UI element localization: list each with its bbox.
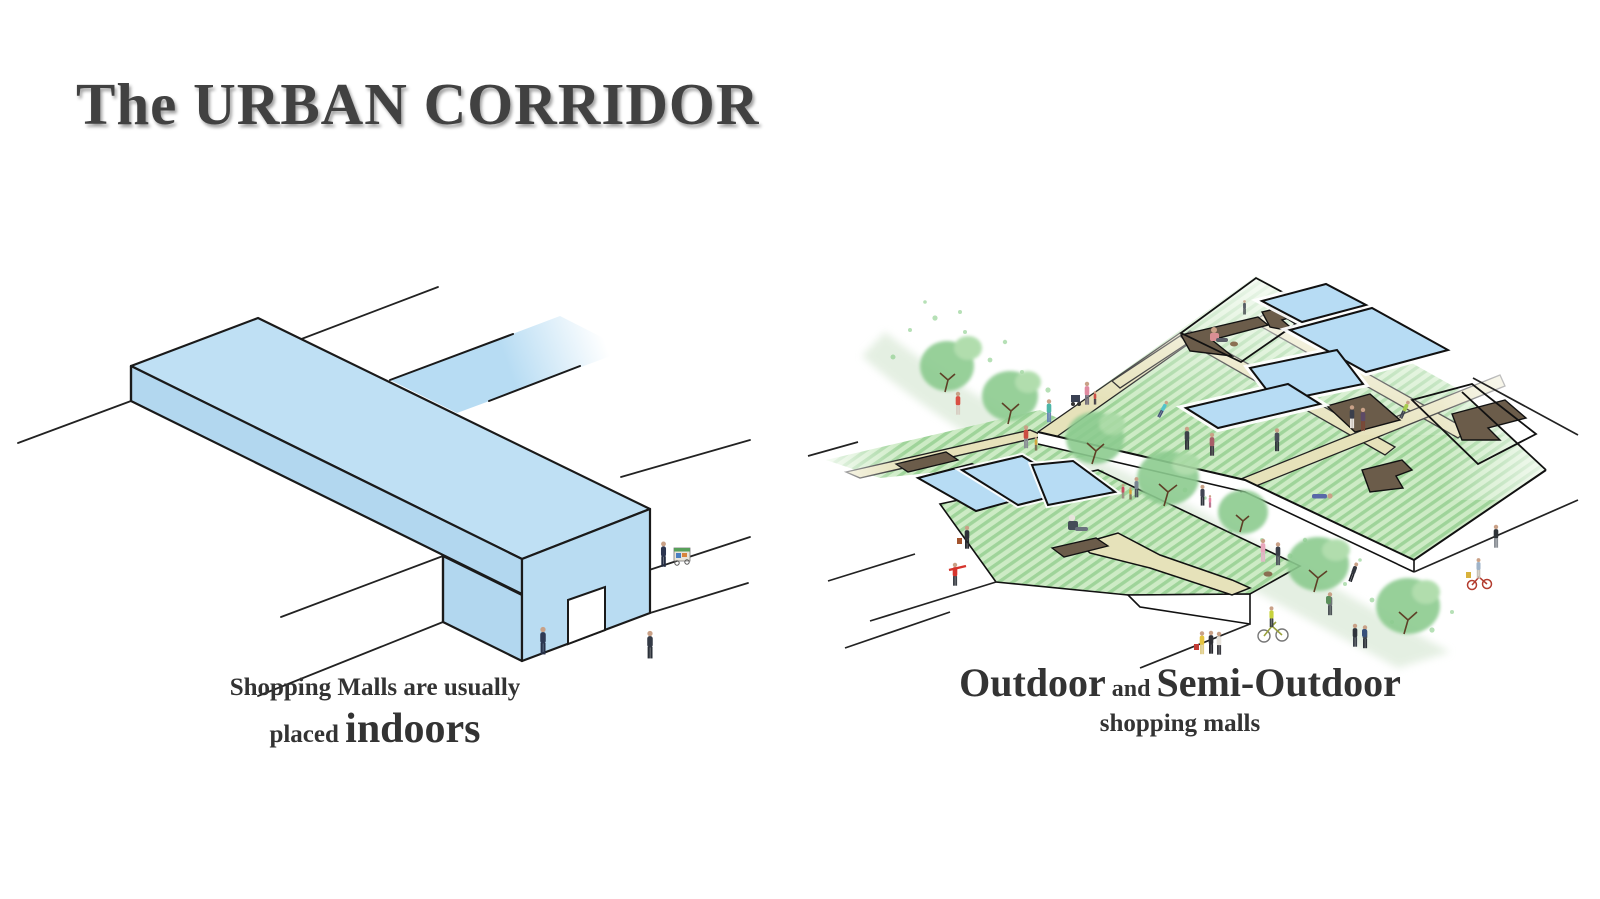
- mall-entrance-door: [567, 585, 606, 646]
- caption-indoor-prefix: placed: [269, 721, 339, 749]
- caption-outdoor-word2: Semi-Outdoor: [1156, 660, 1401, 705]
- caption-outdoor-word1: Outdoor: [959, 660, 1106, 705]
- indoor-mall-illustration: [17, 286, 751, 697]
- slide-title: The URBAN CORRIDOR: [76, 70, 760, 137]
- canopy-panels-main: [1175, 279, 1459, 433]
- caption-indoor-line1: Shopping Malls are usually: [229, 674, 521, 701]
- street-lines-left-scene: [17, 286, 751, 697]
- tree-branches: [939, 372, 1418, 635]
- cyclist: [1257, 606, 1289, 643]
- caption-outdoor-conj: and: [1111, 676, 1151, 702]
- outdoor-mall-illustration: [800, 255, 1590, 669]
- caption-indoor-emphasis: indoors: [345, 706, 481, 753]
- pedestrians-left-scene: [540, 541, 691, 659]
- ramp-path: [1078, 532, 1252, 596]
- left-garden-block: [800, 395, 1302, 625]
- caption-outdoor: Outdoor and Semi-Outdoor shopping malls: [880, 658, 1480, 739]
- main-garden-block: [1036, 255, 1590, 573]
- lying-person: [1312, 493, 1333, 499]
- skater: [948, 562, 967, 586]
- pedestrians-right-scene: [948, 300, 1499, 655]
- caption-outdoor-line1: Outdoor and Semi-Outdoor: [880, 658, 1480, 708]
- shopper-with-cart: [660, 541, 691, 567]
- canopy-panels-low: [915, 452, 1123, 513]
- mall-bar-building: [129, 316, 652, 663]
- trees: [920, 336, 1440, 635]
- caption-indoor-line2: placed indoors: [120, 703, 630, 756]
- mall-arm-fading: [389, 316, 627, 413]
- caption-indoor: Shopping Malls are usually placed indoor…: [120, 672, 630, 756]
- sitting-man-bank: [1068, 514, 1088, 531]
- hiker: [1326, 592, 1333, 616]
- sitting-person: [1210, 327, 1238, 347]
- caption-outdoor-line2: shopping malls: [1099, 710, 1261, 737]
- trike-rider: [1466, 558, 1493, 591]
